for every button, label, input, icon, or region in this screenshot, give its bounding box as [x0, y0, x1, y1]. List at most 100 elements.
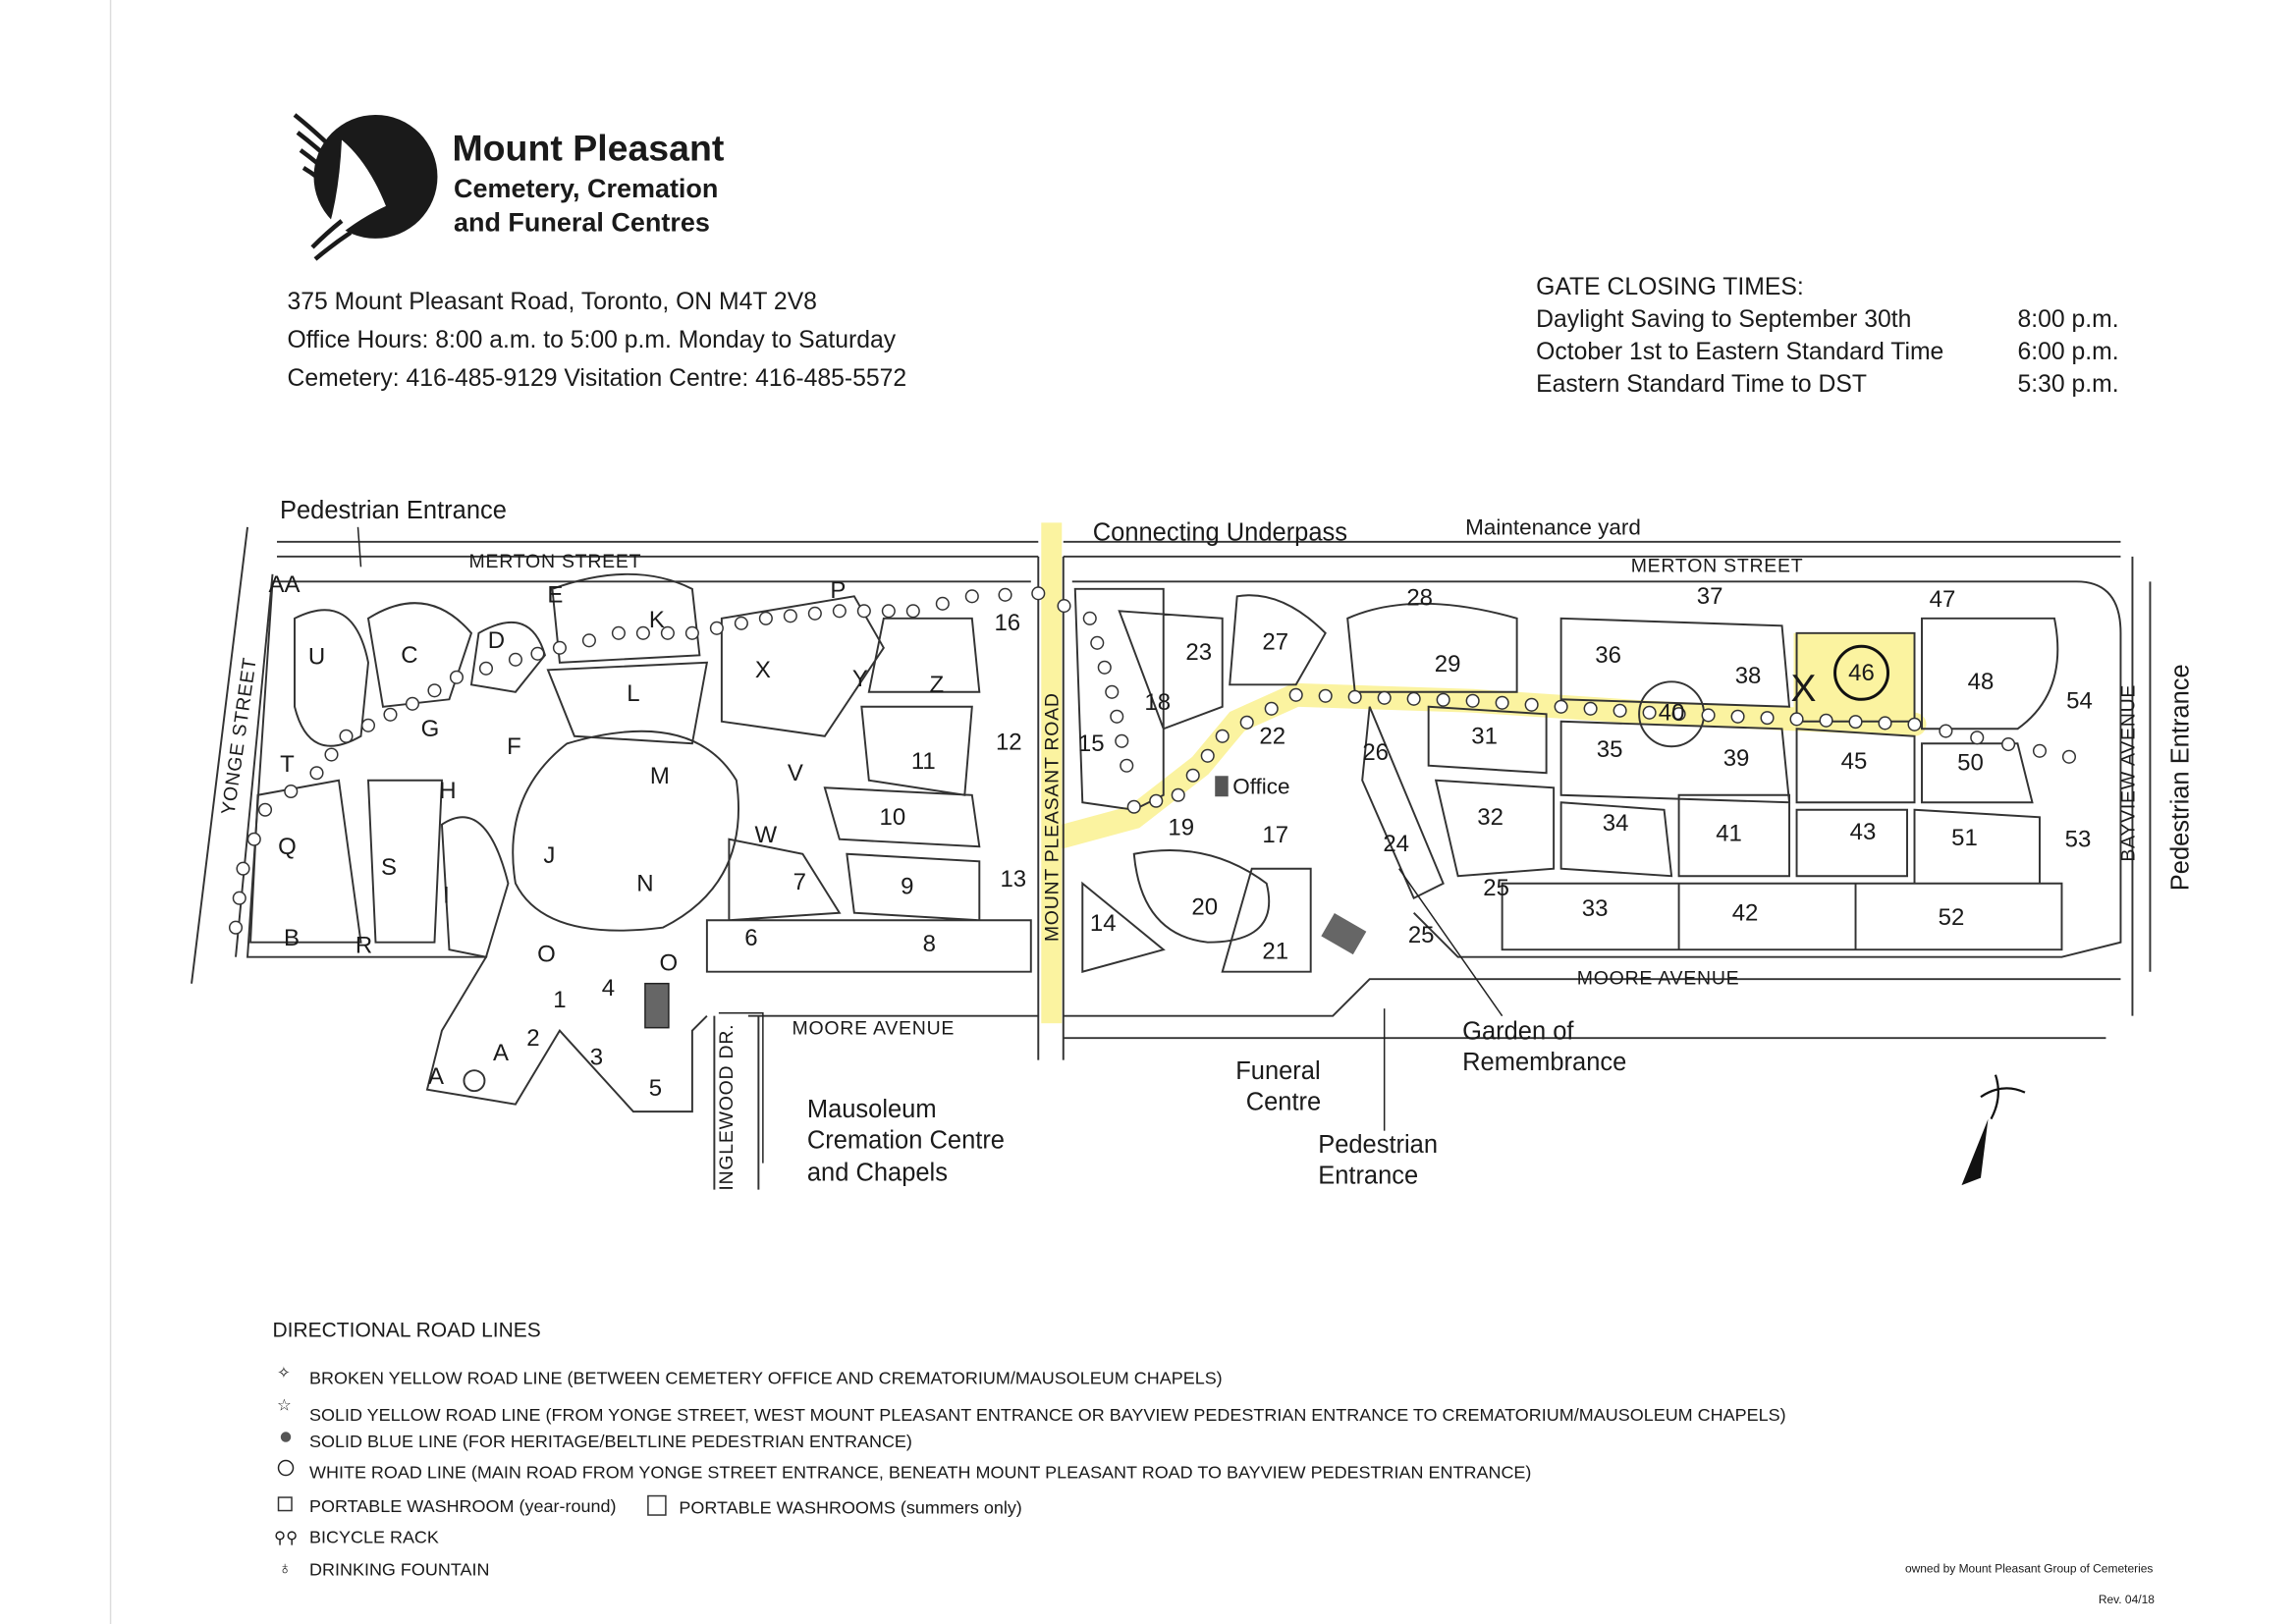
section-label: 9	[901, 874, 913, 900]
section-label: 43	[1850, 819, 1877, 845]
section-label: P	[830, 577, 846, 604]
road-marker	[1115, 733, 1129, 748]
road-marker	[1671, 707, 1686, 722]
mausoleum-building	[644, 982, 670, 1029]
road-marker	[2032, 743, 2048, 758]
marked-section-circle	[1833, 644, 1890, 701]
road-marker	[856, 604, 871, 619]
callout-mausoleum: and Chapels	[807, 1160, 948, 1187]
bicycle-icon: ⚲⚲	[274, 1530, 298, 1547]
section-label: C	[401, 642, 417, 669]
section-label: 16	[994, 610, 1020, 636]
road-marker	[581, 633, 596, 648]
dove-logo	[293, 113, 438, 261]
section-label: O	[537, 942, 556, 968]
callout-mausoleum: Mausoleum	[807, 1096, 937, 1123]
road-marker	[1819, 713, 1833, 728]
section-label: 17	[1262, 822, 1288, 848]
road-marker	[1970, 731, 1985, 745]
road-marker	[1171, 787, 1185, 802]
road-marker	[1789, 712, 1804, 727]
section-label: F	[507, 733, 521, 760]
section-label: 6	[744, 925, 757, 951]
map-roads	[191, 526, 2152, 1190]
white-road-line	[228, 586, 2077, 935]
section-label: 31	[1471, 724, 1498, 750]
road-marker	[1090, 635, 1105, 650]
section-label: 39	[1723, 745, 1750, 772]
road-marker	[360, 718, 376, 732]
legend-fountain: DRINKING FOUNTAIN	[309, 1560, 490, 1580]
road-marker	[881, 604, 896, 619]
road-marker	[1377, 690, 1392, 705]
section-label: 11	[911, 748, 936, 775]
north-arrow-icon	[1961, 1074, 2026, 1186]
section-label: 18	[1144, 689, 1171, 716]
section-label: U	[308, 644, 325, 671]
marked-section-label: 46	[1848, 660, 1875, 686]
callout-garden-of-remembrance: Remembrance	[1462, 1049, 1626, 1076]
road-marker	[1760, 711, 1775, 726]
road-marker	[339, 729, 354, 743]
section-label: A	[428, 1063, 444, 1090]
street-moore-west: MOORE AVENUE	[793, 1017, 956, 1039]
section-label: G	[421, 716, 440, 742]
road-marker	[635, 625, 650, 640]
blue-dot-icon	[280, 1432, 292, 1442]
gate-period: Daylight Saving to September 30th	[1536, 306, 1911, 333]
section-label: 26	[1362, 739, 1389, 766]
section-label: 15	[1078, 731, 1105, 757]
road-marker	[309, 766, 324, 781]
section-label: T	[280, 751, 295, 778]
section-label: J	[543, 842, 555, 869]
footer-revision: Rev. 04/18	[2099, 1593, 2155, 1606]
section-label: 28	[1406, 585, 1433, 612]
road-marker	[232, 891, 246, 905]
section-label: 36	[1595, 642, 1621, 669]
road-marker	[324, 747, 339, 762]
gate-closing-times: GATE CLOSING TIMES: Daylight Saving to S…	[1536, 274, 2118, 398]
section-label: M	[650, 763, 670, 789]
section-label: 45	[1841, 748, 1868, 775]
section-label: 20	[1191, 894, 1218, 921]
road-marker	[552, 640, 567, 655]
street-merton-east: MERTON STREET	[1631, 555, 1804, 576]
road-marker	[1185, 768, 1200, 783]
section-label: 13	[1000, 866, 1026, 893]
road-marker	[783, 609, 797, 623]
road-marker	[228, 920, 244, 935]
road-marker	[236, 861, 250, 876]
section-label: 5	[649, 1075, 662, 1102]
callout-pedestrian-entrance-east: Pedestrian Entrance	[2166, 664, 2194, 891]
road-marker	[1730, 709, 1745, 724]
road-marker	[530, 646, 545, 661]
section-label: 2	[526, 1025, 539, 1052]
section-label: N	[636, 871, 653, 897]
road-marker	[1105, 684, 1120, 699]
road-marker	[1848, 715, 1863, 730]
road-marker	[1524, 697, 1539, 712]
road-marker	[1239, 715, 1254, 730]
road-marker	[964, 589, 979, 604]
road-marker	[383, 707, 398, 722]
road-marker	[1878, 716, 1892, 731]
section-label: 10	[879, 804, 905, 831]
section-label: 38	[1735, 663, 1762, 689]
street-mount-pleasant: MOUNT PLEASANT ROAD	[1041, 692, 1063, 942]
section-label: AA	[269, 571, 301, 598]
section-label: R	[355, 933, 372, 959]
road-marker	[807, 606, 822, 621]
gate-time: 6:00 p.m.	[2017, 339, 2118, 365]
section-label: 14	[1090, 910, 1117, 937]
gate-title: GATE CLOSING TIMES:	[1536, 274, 1804, 300]
road-marker	[284, 784, 299, 799]
road-marker	[1082, 611, 1097, 625]
section-label: A	[493, 1040, 509, 1066]
road-marker	[832, 604, 847, 619]
section-label: 22	[1259, 724, 1285, 750]
section-label: 53	[2065, 827, 2092, 853]
brand-subtitle-2: and Funeral Centres	[454, 207, 710, 237]
road-marker	[478, 661, 494, 676]
road-marker	[257, 802, 273, 817]
